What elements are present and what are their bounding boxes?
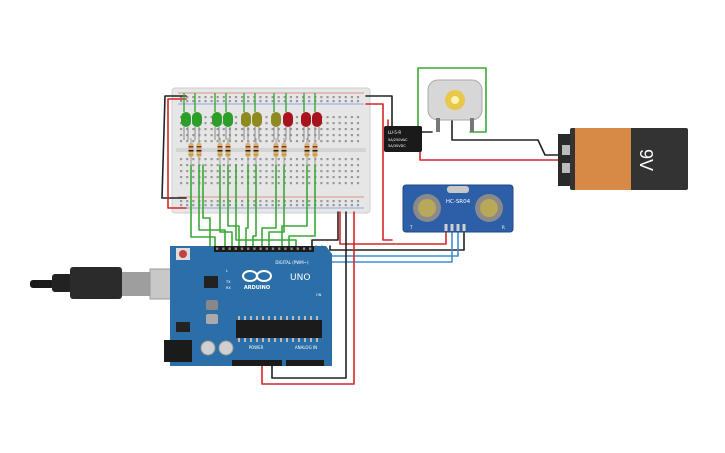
resistor [312, 138, 318, 165]
resistor [217, 138, 223, 165]
analog-label: ANALOG IN [295, 345, 317, 350]
led-signal-wires [190, 164, 316, 247]
model-label: UNO [290, 273, 310, 283]
led [271, 93, 281, 140]
dc-motor-icon [427, 79, 483, 132]
wire-gnd-left [161, 95, 187, 199]
digital-header-pins [216, 247, 312, 250]
led [223, 93, 233, 140]
sensor-right-mark: R [502, 225, 505, 230]
arduino-infinity-icon [242, 270, 272, 282]
l-label: L [226, 269, 228, 273]
resistor [273, 138, 279, 165]
relay-line2: 5A/30VDC [388, 144, 406, 148]
led [192, 93, 202, 140]
arduino-uno: DIGITAL (PWM~) ARDUINO UNO TX RX L ON PO… [30, 246, 332, 366]
on-label: ON [316, 293, 322, 297]
led [241, 93, 251, 140]
sensor-label: HC-SR04 [446, 199, 471, 205]
resistor [245, 138, 251, 165]
wire-battery-black [451, 119, 561, 156]
rx-label: RX [226, 286, 231, 290]
usb-cable-icon [30, 267, 191, 300]
wire-gnd-bottom [271, 211, 347, 379]
wire-sensor-vcc [339, 211, 447, 245]
chip-legs [238, 316, 318, 342]
relay: LU-5-R 5A/250VAC 5A/30VDC [384, 126, 422, 152]
tx-label: TX [225, 280, 231, 284]
wire-motor-green [417, 67, 487, 133]
resistor [281, 138, 287, 165]
resistor [188, 138, 194, 165]
wire-5v [261, 211, 355, 385]
led [301, 93, 311, 140]
resistor [196, 138, 202, 165]
led [312, 93, 322, 140]
power-label: POWER [249, 345, 264, 350]
ultrasonic-sensor: HC-SR04 T R [402, 184, 514, 233]
battery-label: 9V [636, 149, 656, 171]
wire-relay-vcc [365, 103, 393, 241]
brand-label: ARDUINO [244, 285, 270, 291]
resistor [304, 138, 310, 165]
led [181, 93, 191, 140]
wire-sensor-trig [321, 229, 453, 263]
sensor-left-mark: T [409, 225, 413, 230]
resistor-row [188, 138, 318, 165]
led-row [181, 93, 322, 140]
resistor [225, 138, 231, 165]
relay-line1: 5A/250VAC [388, 138, 408, 142]
wire-vcc-left [167, 98, 187, 209]
battery-9v: 9V [558, 128, 688, 190]
resistor [253, 138, 259, 165]
breadboard [171, 87, 371, 214]
wire-gnd-top [311, 211, 339, 247]
wire-battery-red [419, 144, 561, 161]
led [283, 93, 293, 140]
led [212, 93, 222, 140]
digital-label: DIGITAL (PWM~) [275, 260, 309, 265]
led [252, 93, 262, 140]
sensor-pins [444, 224, 466, 231]
relay-title: LU-5-R [388, 130, 401, 135]
wire-sensor-gnd [329, 229, 465, 251]
